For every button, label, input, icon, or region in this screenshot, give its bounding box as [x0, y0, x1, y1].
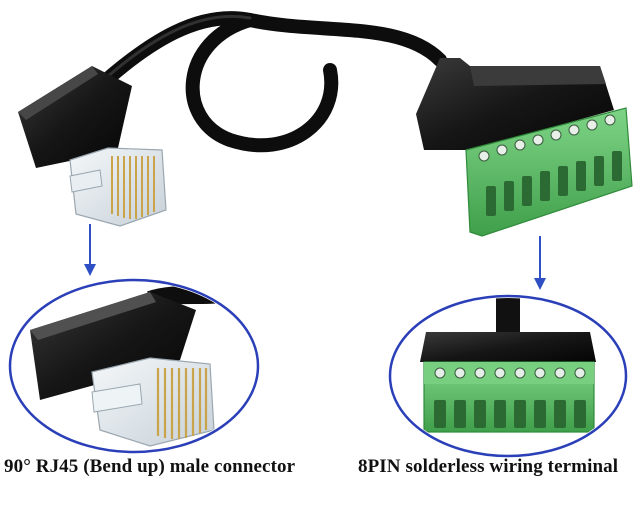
caption-right: 8PIN solderless wiring terminal — [358, 456, 619, 477]
rj45-plug — [18, 66, 167, 227]
callout-right — [388, 294, 628, 458]
arrow-down-icon — [534, 236, 546, 290]
arrow-down-icon — [84, 224, 96, 276]
terminal-adapter — [416, 58, 633, 237]
callout-left — [8, 278, 260, 454]
caption-left: 90° RJ45 (Bend up) male connector — [4, 456, 296, 477]
cable — [88, 11, 447, 153]
